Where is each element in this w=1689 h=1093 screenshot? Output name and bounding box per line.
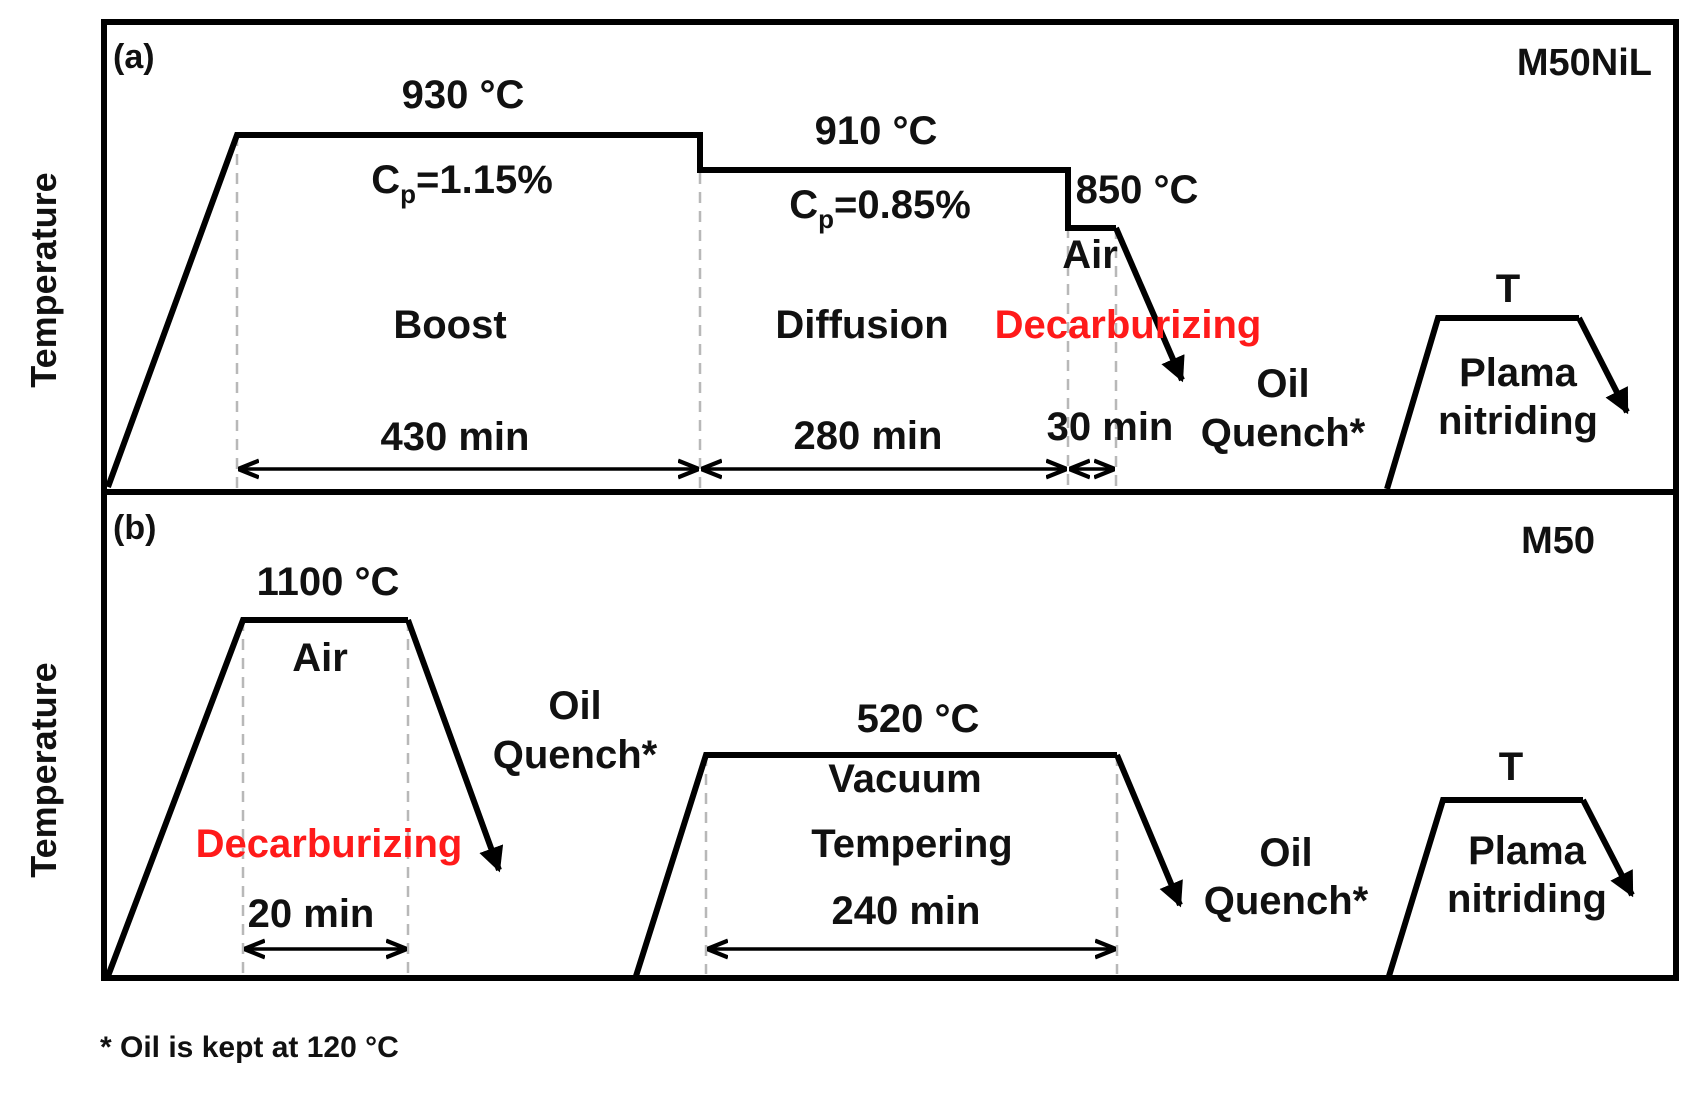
- austenitize-temperature-label: 1100 °C: [257, 560, 400, 604]
- diffusion-stage-label: Diffusion: [775, 303, 948, 347]
- nitriding-label-line2: nitriding: [1447, 877, 1607, 921]
- nitriding-curve: [1384, 315, 1579, 490]
- oil-quench-label-line2: Quench*: [493, 733, 658, 777]
- panel-b-tag: (b): [113, 509, 156, 547]
- nitriding-curve: [1386, 797, 1583, 977]
- austenitize-atmosphere-label: Air: [292, 636, 348, 680]
- tempering-cool-arrow: [1114, 753, 1183, 908]
- austenitize-time-label: 20 min: [248, 892, 375, 936]
- oil-quench-label-line1: Oil: [1259, 831, 1312, 875]
- oil-quench-label-line1: Oil: [1256, 362, 1309, 406]
- decarburizing-label: Decarburizing: [196, 822, 463, 866]
- quench-arrow: [405, 618, 504, 873]
- panel-b: (b) M50 Temperature 1100 °C Air Decarbur…: [23, 489, 1679, 981]
- oil-quench-label-line2: Quench*: [1204, 879, 1369, 923]
- nitriding-label-line1: Plama: [1468, 829, 1587, 873]
- boost-time-label: 430 min: [381, 415, 530, 459]
- temper-label-line2: Tempering: [811, 822, 1013, 866]
- oil-quench-label-line2: Quench*: [1201, 411, 1366, 455]
- hold-time-label: 30 min: [1047, 405, 1174, 449]
- temper-label-line1: Vacuum: [828, 757, 981, 801]
- nitriding-label-line2: nitriding: [1438, 399, 1598, 443]
- austenitizing-curve: [105, 617, 408, 978]
- nitriding-cool-arrow: [1580, 798, 1635, 898]
- diffusion-carbon-potential-label: Cp=0.85%: [789, 183, 971, 234]
- nitriding-temperature-label: T: [1496, 267, 1520, 311]
- temper-time-label: 240 min: [832, 889, 981, 933]
- diffusion-time-label: 280 min: [794, 414, 943, 458]
- carburizing-curve: [105, 132, 1116, 489]
- panel-b-y-axis-label: Temperature: [23, 662, 64, 877]
- air-cool-arrow: [1113, 226, 1185, 383]
- panel-a-y-axis-label: Temperature: [23, 172, 64, 387]
- nitriding-cool-arrow: [1576, 316, 1630, 415]
- oil-quench-label-line1: Oil: [548, 684, 601, 728]
- panel-b-material-label: M50: [1521, 520, 1595, 562]
- boost-temperature-label: 930 °C: [402, 73, 525, 117]
- nitriding-label-line1: Plama: [1459, 351, 1578, 395]
- panel-a-material-label: M50NiL: [1517, 42, 1652, 84]
- hold-atmosphere-label: Air: [1062, 233, 1118, 277]
- footnote: * Oil is kept at 120 °C: [100, 1031, 399, 1064]
- tempering-curve: [633, 752, 1117, 977]
- decarburizing-label: Decarburizing: [995, 303, 1262, 347]
- boost-carbon-potential-label: Cp=1.15%: [371, 158, 553, 209]
- panel-b-frame: [101, 489, 1679, 981]
- diffusion-temperature-label: 910 °C: [815, 109, 938, 153]
- panel-a-tag: (a): [113, 38, 155, 76]
- panel-a: (a) M50NiL Temperature 930 °C Cp=1.15% B…: [23, 19, 1679, 495]
- nitriding-temperature-label: T: [1499, 745, 1523, 789]
- temper-temperature-label: 520 °C: [857, 697, 980, 741]
- boost-stage-label: Boost: [393, 303, 506, 347]
- hold-temperature-label: 850 °C: [1076, 168, 1199, 212]
